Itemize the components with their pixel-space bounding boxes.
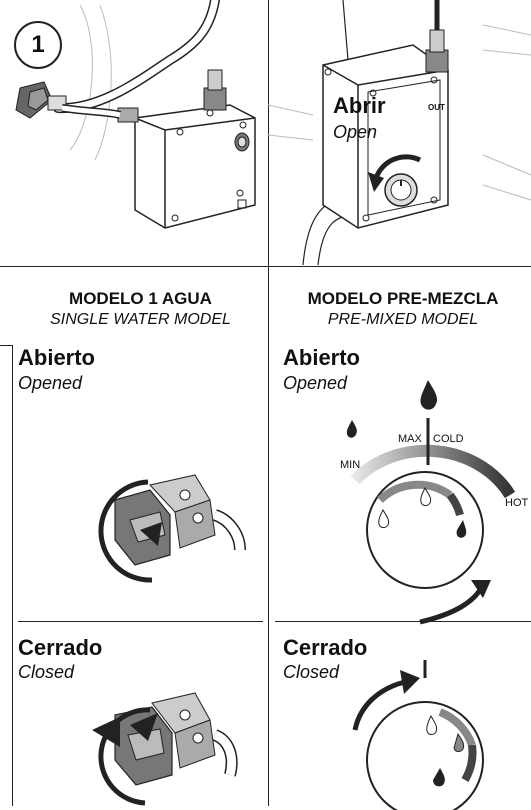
opened-left-label-en: Opened bbox=[18, 373, 83, 393]
closed-left-label-en: Closed bbox=[18, 662, 75, 682]
closed-right-label-es: Cerrado bbox=[283, 635, 368, 660]
opened-left-label-es: Abierto bbox=[18, 345, 95, 370]
dial-label-cold: COLD bbox=[433, 433, 464, 445]
open-label-en: Open bbox=[333, 122, 378, 142]
open-label-es: Abrir bbox=[333, 93, 386, 118]
bracket-tick-left bbox=[0, 345, 12, 346]
grid-divider-opened-closed-left bbox=[18, 621, 263, 622]
opened-right-label-es: Abierto bbox=[283, 345, 360, 370]
model-premix-title: MODELO PRE-MEZCLA bbox=[307, 289, 499, 308]
closed-right-label-en: Closed bbox=[283, 662, 340, 682]
model-single-subtitle: SINGLE WATER MODEL bbox=[50, 311, 231, 328]
opened-right-label-en: Opened bbox=[283, 373, 348, 393]
dial-label-hot: HOT bbox=[505, 497, 529, 509]
step-badge-number: 1 bbox=[31, 31, 45, 58]
dial-label-min: MIN bbox=[340, 459, 361, 471]
single-valve-opened-illustration bbox=[98, 474, 246, 583]
single-water-install-illustration bbox=[15, 0, 256, 229]
model-premix-subtitle: PRE-MIXED MODEL bbox=[327, 311, 479, 328]
bracket-line-left bbox=[12, 345, 13, 806]
grid-divider-top bbox=[0, 266, 531, 267]
out-port-label: OUT bbox=[428, 103, 445, 112]
premix-dial-closed-illustration bbox=[352, 660, 484, 810]
pre-mix-box-illustration bbox=[267, 0, 531, 266]
closed-left-label-es: Cerrado bbox=[18, 635, 103, 660]
premix-dial-opened-illustration bbox=[346, 380, 516, 625]
model-single-title: MODELO 1 AGUA bbox=[69, 289, 212, 308]
dial-label-max: MAX bbox=[398, 433, 422, 445]
grid-divider-center bbox=[268, 0, 269, 806]
grid-divider-opened-closed-right bbox=[275, 621, 531, 622]
single-valve-closed-illustration bbox=[92, 692, 238, 806]
step-badge: 1 bbox=[14, 21, 62, 69]
